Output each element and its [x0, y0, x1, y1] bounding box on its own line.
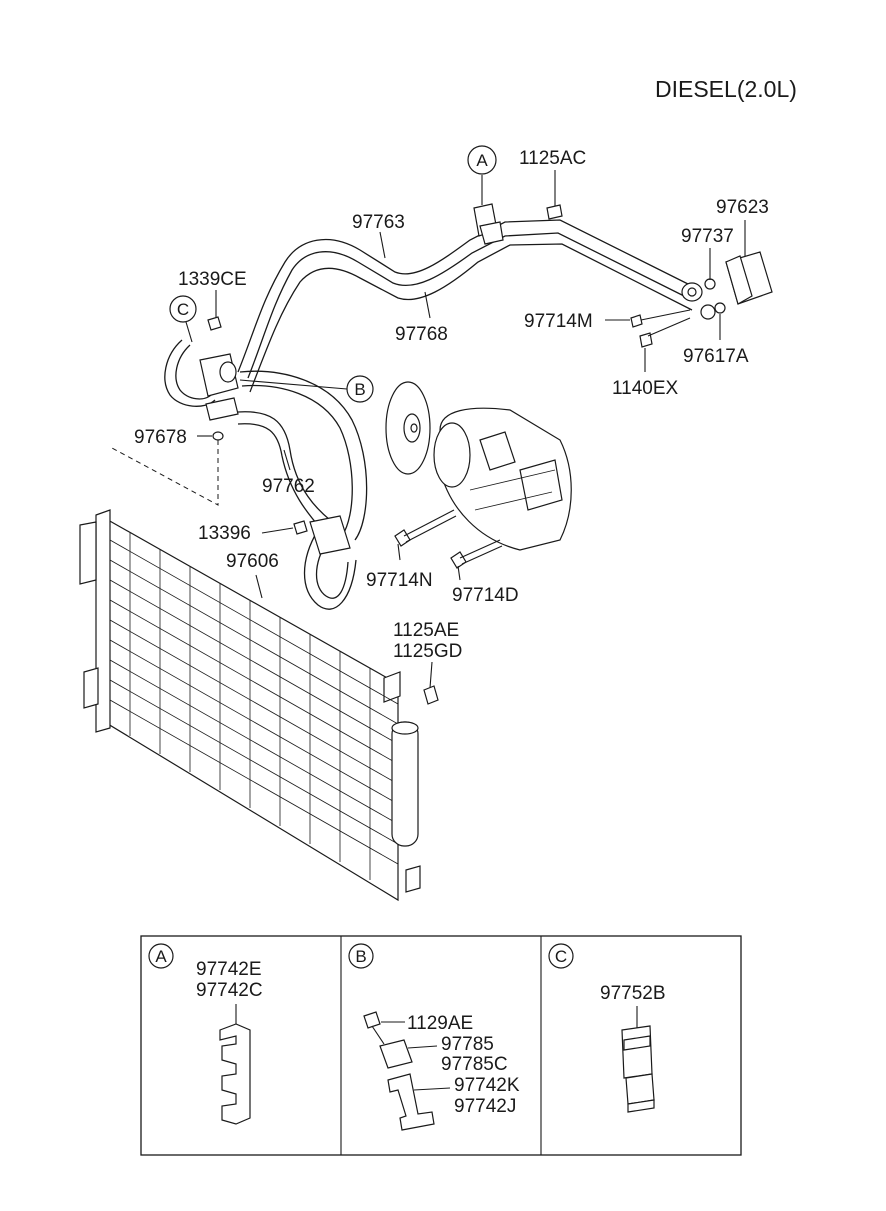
- engine-variant-title: DIESEL(2.0L): [655, 76, 797, 102]
- label-97742j: 97742J: [454, 1096, 516, 1117]
- bolt-1140ex: [639, 317, 691, 348]
- bolt-97714m: [630, 309, 691, 328]
- label-97785: 97785: [441, 1034, 494, 1055]
- bolt-1125ae: [423, 685, 439, 705]
- label-1339ce: 1339CE: [178, 269, 247, 290]
- svg-text:B: B: [354, 380, 365, 399]
- label-97737: 97737: [681, 226, 734, 247]
- detail-box-frame: [140, 935, 742, 1156]
- bolt-1125ac: [546, 204, 563, 220]
- label-97785c: 97785C: [441, 1054, 508, 1075]
- nut-13396: [293, 520, 308, 535]
- label-13396: 13396: [198, 523, 251, 544]
- label-97623: 97623: [716, 197, 769, 218]
- flange-block: [681, 282, 716, 320]
- callout-a-main: A: [467, 145, 497, 175]
- liquid-tube-97768: [249, 243, 693, 393]
- condenser-97606: [79, 509, 421, 902]
- label-97617a: 97617A: [683, 346, 749, 367]
- label-1129ae: 1129AE: [407, 1013, 473, 1034]
- label-97768: 97768: [395, 324, 448, 345]
- label-97752b: 97752B: [600, 983, 666, 1004]
- label-1125gd: 1125GD: [393, 641, 462, 662]
- label-97742e: 97742E: [196, 959, 262, 980]
- label-97714m: 97714M: [524, 311, 593, 332]
- label-97678: 97678: [134, 427, 187, 448]
- bolt-1129ae: [363, 1011, 381, 1029]
- pressure-switch-97752b: [621, 1025, 655, 1113]
- label-1140ex: 1140EX: [612, 378, 679, 399]
- expansion-valve-97623: [725, 251, 773, 305]
- svg-text:C: C: [555, 947, 567, 966]
- label-1125ae: 1125AE: [393, 620, 459, 641]
- svg-text:B: B: [355, 947, 366, 966]
- label-97763: 97763: [352, 212, 405, 233]
- label-97742c: 97742C: [196, 980, 263, 1001]
- discharge-hose-97762: [237, 370, 368, 541]
- label-97714d: 97714D: [452, 585, 519, 606]
- lower-hose-loop: [303, 515, 357, 610]
- o-ring-97737: [704, 278, 716, 290]
- condenser-fins: [109, 532, 399, 880]
- label-1125ac: 1125AC: [519, 148, 586, 169]
- clip-97785: [379, 1039, 413, 1069]
- label-97742k: 97742K: [454, 1075, 520, 1096]
- clamp-97742e: [219, 1023, 251, 1125]
- o-ring-97678: [212, 431, 224, 441]
- svg-text:C: C: [177, 300, 189, 319]
- leader-97678: [111, 440, 219, 506]
- nut-1339ce: [207, 316, 222, 331]
- o-ring-97617a: [714, 302, 726, 314]
- detail-c: C 97752B: [548, 943, 666, 1113]
- svg-text:A: A: [476, 151, 488, 170]
- detail-a: A 97742E 97742C: [148, 943, 263, 1125]
- bolt-97714d: [450, 539, 503, 569]
- detail-b: B 1129AE 97785 97785C 97742K 97742J: [348, 943, 520, 1131]
- callout-b-main: B: [346, 375, 374, 403]
- label-97606: 97606: [226, 551, 279, 572]
- callout-c-main: C: [169, 295, 197, 323]
- label-97762: 97762: [262, 476, 315, 497]
- clamp-a: [473, 203, 504, 245]
- label-97714n: 97714N: [366, 570, 433, 591]
- receiver-drier: [391, 721, 419, 847]
- svg-text:A: A: [155, 947, 167, 966]
- suction-hose-97763: [237, 219, 691, 379]
- bracket-97742k: [387, 1073, 435, 1131]
- compressor: [385, 381, 572, 551]
- pressure-switch-fitting: [164, 339, 239, 421]
- bolt-97714n: [394, 509, 457, 547]
- leader-lines: [185, 170, 746, 689]
